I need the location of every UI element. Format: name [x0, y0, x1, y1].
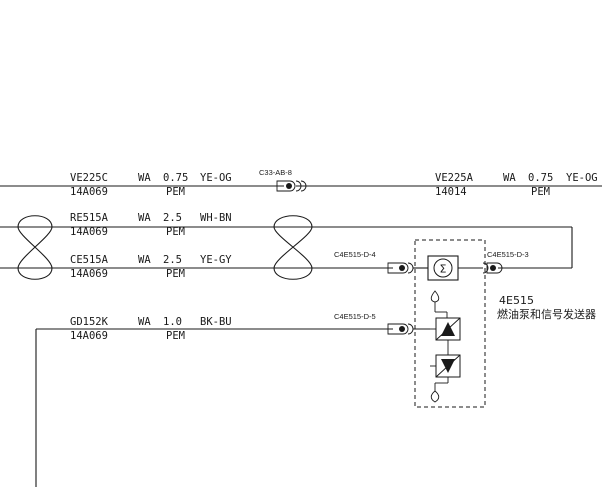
wire-circuit: GD152K	[70, 316, 109, 328]
wire-gauge-type: WA	[138, 172, 151, 184]
wire-insulation: PEM	[166, 186, 185, 198]
wire-insulation: PEM	[166, 226, 185, 238]
wire-color: YE-OG	[566, 172, 598, 184]
wire-gauge: 0.75	[163, 172, 188, 184]
wire-gauge: 0.75	[528, 172, 553, 184]
wire-ve225: VE225C WA 0.75 YE-OG 14A069 PEM VE225A W…	[0, 172, 602, 198]
wire-gauge: 1.0	[163, 316, 182, 328]
wire-circuit: RE515A	[70, 212, 109, 224]
wire-harness: 14A069	[70, 268, 108, 280]
component-id: 4E515	[499, 294, 534, 307]
pin-dot-icon	[399, 326, 405, 332]
wire-gauge-type: WA	[138, 212, 151, 224]
wire-color: WH-BN	[200, 212, 232, 224]
wire-color: YE-GY	[200, 254, 232, 266]
wire-harness: 14A069	[70, 330, 108, 342]
variable-resistor-icon	[430, 347, 461, 403]
wire-gauge: 2.5	[163, 212, 182, 224]
wire-gauge-type: WA	[138, 254, 151, 266]
wire-insulation: PEM	[166, 268, 185, 280]
wire-gauge-type: WA	[138, 316, 151, 328]
wire-circuit: VE225C	[70, 172, 108, 184]
connector-label: C4E515-D-4	[334, 250, 376, 259]
wire-insulation: PEM	[531, 186, 550, 198]
wire-harness: 14A069	[70, 186, 108, 198]
pin-dot-icon	[490, 265, 496, 271]
svg-text:Σ: Σ	[440, 263, 447, 276]
connector-pin-4: C4E515-D-4	[334, 250, 428, 274]
wire-gauge-type: WA	[503, 172, 516, 184]
twist-icon	[17, 215, 53, 280]
motor-sigma-icon: Σ	[427, 255, 459, 281]
wire-circuit: CE515A	[70, 254, 109, 266]
wire-gauge: 2.5	[163, 254, 182, 266]
wire-re515a: RE515A WA 2.5 WH-BN 14A069 PEM	[0, 212, 572, 238]
wire-insulation: PEM	[166, 330, 185, 342]
connector-pin-5: C4E515-D-5	[334, 312, 430, 335]
wire-circuit: VE225A	[435, 172, 474, 184]
variable-resistor-icon	[430, 290, 461, 347]
connector-label: C4E515-D-5	[334, 312, 376, 321]
wire-gd152k: GD152K WA 1.0 BK-BU 14A069 PEM	[35, 316, 393, 487]
wire-harness: 14A069	[70, 226, 108, 238]
component-name: 燃油泵和信号发送器	[497, 307, 596, 321]
wire-color: YE-OG	[200, 172, 232, 184]
connector-label: C4E515-D-3	[487, 250, 529, 259]
component-boundary	[414, 239, 486, 408]
component-4e515: Σ 4E515 燃油泵和信号发送器	[414, 239, 596, 408]
connector-c33: C33-AB-8	[259, 168, 307, 192]
wire-harness: 14014	[435, 186, 467, 198]
connector-pin-3: C4E515-D-3	[458, 250, 529, 274]
wire-ce515a: CE515A WA 2.5 YE-GY 14A069 PEM	[0, 254, 572, 280]
connector-label: C33-AB-8	[259, 168, 292, 177]
pin-dot-icon	[286, 183, 292, 189]
twist-icon	[273, 215, 313, 280]
pin-dot-icon	[399, 265, 405, 271]
wire-color: BK-BU	[200, 316, 232, 328]
